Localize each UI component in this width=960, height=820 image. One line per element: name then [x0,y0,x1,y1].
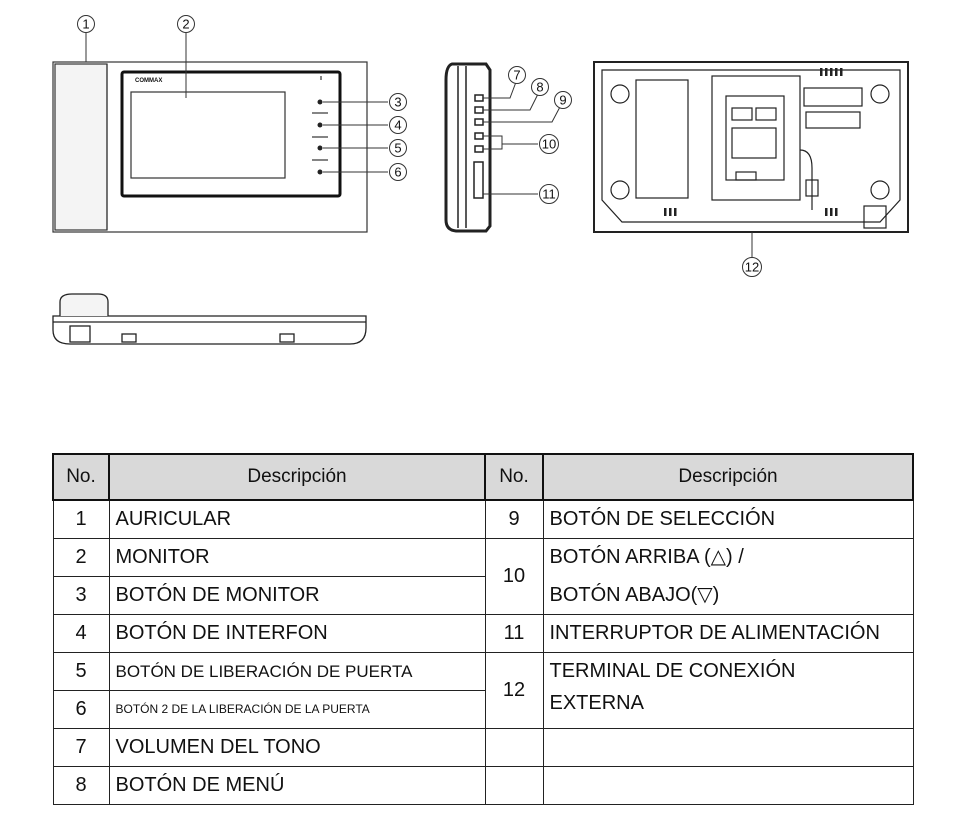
front-buttons [317,99,323,175]
svg-text:2: 2 [182,17,189,32]
brand-logo: COMMAX [135,78,162,84]
side-view [444,62,492,233]
bottom-view [52,293,367,345]
back-vents [664,68,843,216]
header-no-left: No. [52,453,110,501]
front-view [52,61,368,233]
svg-text:8: 8 [536,80,543,95]
callout-12: 12 [742,257,762,277]
callout-9: 9 [554,91,572,109]
table-row: 1 AURICULAR 9 BOTÓN DE SELECCIÓN [52,499,914,539]
parts-table: No. Descripción No. Descripción 1 AURICU… [52,453,914,805]
monitor-screen [130,91,286,179]
table-row: 7 VOLUMEN DEL TONO [52,728,914,767]
svg-text:9: 9 [559,93,566,108]
callout-8: 8 [531,78,549,96]
callout-3: 3 [389,93,407,111]
svg-text:5: 5 [394,141,401,156]
table-row: 6 BOTÓN 2 DE LA LIBERACIÓN DE LA PUERTA … [52,690,914,729]
svg-text:3: 3 [394,95,401,110]
svg-text:12: 12 [745,260,759,275]
svg-text:11: 11 [542,187,556,202]
svg-text:7: 7 [513,68,520,83]
product-diagram: COMMAX 1 2 3 4 5 6 7 8 9 10 11 [52,15,909,345]
table-row: 2 MONITOR 10 BOTÓN ARRIBA (△) / [52,538,914,615]
callout-5: 5 [389,139,407,157]
callout-7: 7 [508,66,526,84]
header-desc-right: Descripción [542,453,914,501]
callout-2: 2 [177,15,195,33]
back-view [593,61,909,233]
callout-11: 11 [539,184,559,204]
svg-text:1: 1 [82,17,89,32]
svg-text:4: 4 [394,118,401,133]
table-header-row: No. Descripción No. Descripción [52,453,914,501]
table-row: 3 BOTÓN DE MONITOR BOTÓN ABAJO(▽) [52,576,914,615]
callout-6: 6 [389,163,407,181]
svg-text:6: 6 [394,165,401,180]
callout-10: 10 [539,134,559,154]
table-row: 4 BOTÓN DE INTERFON 11 INTERRUPTOR DE AL… [52,614,914,653]
header-no-right: No. [484,453,544,501]
monitor-frame [120,70,342,198]
svg-text:10: 10 [542,137,556,152]
handset-shape [54,63,108,231]
callout-4: 4 [389,116,407,134]
table-row: 5 BOTÓN DE LIBERACIÓN DE PUERTA 12 TERMI… [52,652,914,729]
callout-1: 1 [77,15,95,33]
table-row: 8 BOTÓN DE MENÚ [52,766,914,805]
header-desc-left: Descripción [108,453,486,501]
